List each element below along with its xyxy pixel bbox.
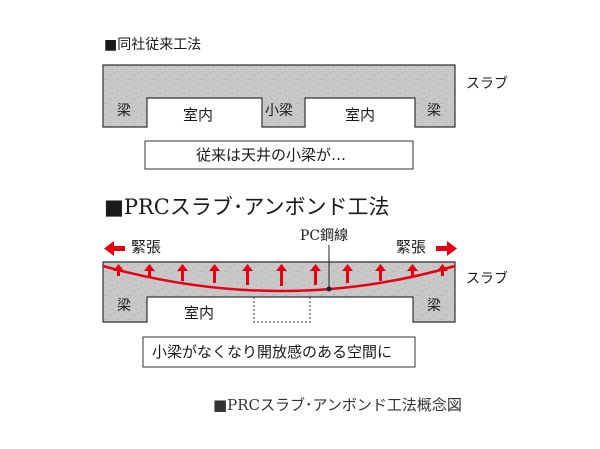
arrow-up-icon <box>177 264 188 281</box>
pc-wire-point <box>326 286 332 292</box>
figure-caption: ■PRCスラブ･アンボンド工法概念図 <box>213 396 462 414</box>
arrow-up-icon <box>113 264 124 276</box>
conventional-slab-label: スラブ <box>466 76 508 92</box>
conventional-note-box <box>144 140 414 170</box>
conventional-note: 従来は天井の小梁が… <box>196 146 347 164</box>
prc-note: 小梁がなくなり開放感のある空間に <box>152 343 393 361</box>
prc-heading: ■PRCスラブ･アンボンド工法 <box>104 195 390 219</box>
prc-note-box <box>142 336 416 368</box>
arrow-up-icon <box>407 264 418 278</box>
prc-slab-label: スラブ <box>466 271 508 287</box>
pc-steel-wire-label: PC鋼線 <box>300 228 349 244</box>
conventional-slab <box>102 64 456 128</box>
conventional-heading: ■同社従来工法 <box>104 37 202 53</box>
tension-left-label: 緊張 <box>131 238 162 256</box>
conventional-room-right: 室内 <box>345 106 376 124</box>
prc-room: 室内 <box>184 304 215 322</box>
tension-right-label: 緊張 <box>396 238 427 256</box>
arrow-up-icon <box>310 264 321 285</box>
prc-beam-left: 梁 <box>117 298 131 314</box>
removed-beam-outline <box>253 297 311 323</box>
arrow-left-icon <box>104 241 125 256</box>
arrow-up-icon <box>375 264 386 281</box>
conventional-beam-left: 梁 <box>117 103 131 119</box>
prc-beam-right: 梁 <box>427 298 441 314</box>
arrow-up-icon <box>113 264 448 286</box>
arrow-up-icon <box>144 264 155 278</box>
arrow-up-icon <box>209 264 220 283</box>
arrow-up-icon <box>437 264 448 276</box>
arrow-up-icon <box>342 264 353 283</box>
arrow-up-icon <box>276 264 287 286</box>
conventional-beam-right: 梁 <box>427 103 441 119</box>
conventional-room-left: 室内 <box>183 106 214 124</box>
conventional-small-beam: 小梁 <box>265 103 293 119</box>
arrow-right-icon <box>436 241 457 256</box>
arrow-up-icon <box>242 264 253 285</box>
